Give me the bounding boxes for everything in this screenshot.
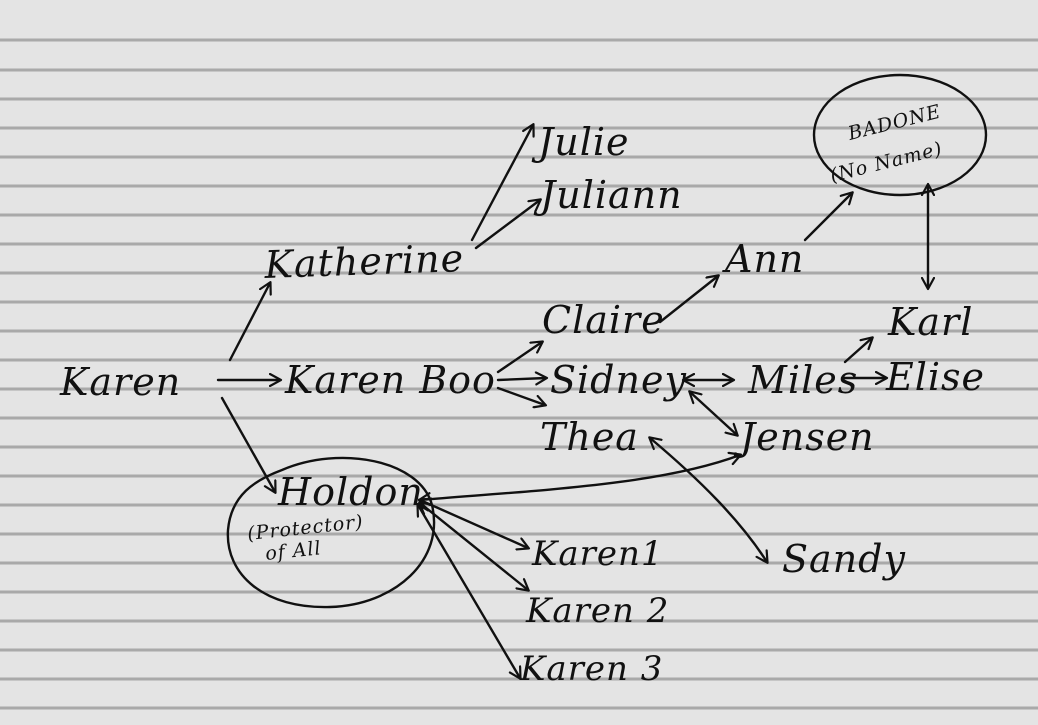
edge-karen-boo-thea bbox=[496, 386, 545, 405]
node-jensen: Jensen bbox=[733, 415, 875, 459]
edge-karen-holdon bbox=[220, 396, 275, 492]
node-elise: Elise bbox=[885, 355, 985, 399]
edge-miles-karl bbox=[843, 338, 872, 364]
edge-sidney-jensen bbox=[690, 392, 737, 435]
edge-holdon-karen1 bbox=[420, 500, 528, 548]
node-julie: Julie bbox=[531, 120, 630, 164]
node-holdon: Holdon bbox=[277, 470, 424, 514]
badone-circle bbox=[812, 73, 988, 197]
node-karen-boo: Karen Boo bbox=[284, 358, 496, 402]
edge-holdon-karen2 bbox=[420, 503, 528, 590]
node-badone: BADONE bbox=[845, 101, 943, 146]
node-katherine: Katherine bbox=[263, 236, 465, 287]
edge-katherine-julie bbox=[470, 125, 533, 242]
edge-ann-badone bbox=[803, 193, 852, 242]
node-juliann: Juliann bbox=[533, 173, 683, 217]
edge-karen-katherine bbox=[228, 283, 270, 362]
node-miles: Miles bbox=[747, 358, 858, 402]
edge-thea-sandy bbox=[650, 438, 767, 562]
node-ann: Ann bbox=[722, 237, 804, 281]
node-sandy: Sandy bbox=[782, 537, 906, 581]
node-thea: Thea bbox=[540, 415, 639, 459]
edges bbox=[216, 125, 928, 678]
node-holdon-note-2: of All bbox=[264, 537, 322, 565]
edge-holdon-karen3 bbox=[418, 505, 520, 678]
holdon-circle bbox=[226, 456, 436, 609]
edge-karen-boo-sidney bbox=[496, 378, 546, 380]
edge-katherine-juliann bbox=[474, 200, 540, 250]
node-sidney: Sidney bbox=[550, 358, 687, 402]
node-karl: Karl bbox=[887, 300, 973, 344]
node-claire: Claire bbox=[542, 298, 665, 342]
node-karen3: Karen 3 bbox=[519, 649, 663, 689]
node-karen1: Karen1 bbox=[531, 534, 664, 574]
node-karen2: Karen 2 bbox=[525, 591, 669, 631]
node-badone-note: (No Name) bbox=[828, 138, 945, 187]
edge-karen-boo-claire bbox=[496, 342, 542, 374]
node-karen: Karen bbox=[59, 360, 181, 404]
edge-claire-ann bbox=[658, 276, 718, 324]
labels: Karen Katherine Julie Juliann Karen Boo … bbox=[59, 101, 985, 689]
